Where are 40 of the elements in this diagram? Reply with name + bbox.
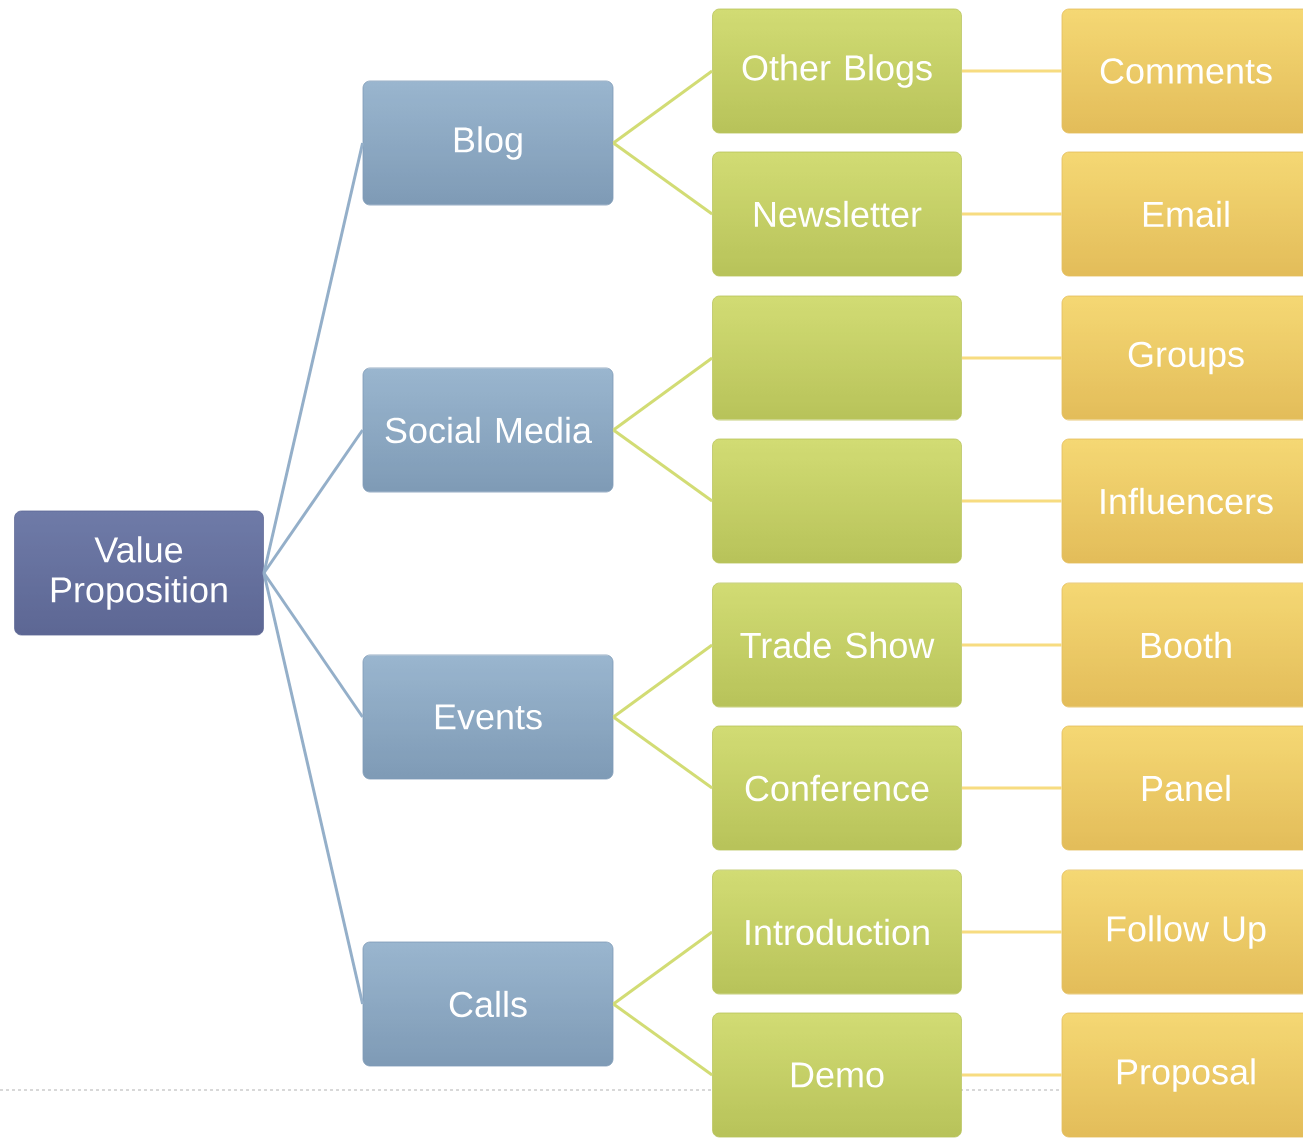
activity-box: Influencers — [1061, 438, 1303, 564]
channel-box: Introduction — [712, 869, 962, 995]
connector-line — [961, 499, 1062, 503]
category-box: Social Media — [362, 367, 614, 493]
connector-line — [612, 930, 713, 1006]
activity-box: Booth — [1061, 582, 1303, 708]
connector-line — [961, 930, 1062, 934]
connector-line — [961, 69, 1062, 73]
connector-line — [961, 643, 1062, 647]
activity-box: Follow Up — [1061, 869, 1303, 995]
connector-line — [961, 1073, 1062, 1077]
channel-box: Trade Show — [712, 582, 962, 708]
connector-line — [262, 429, 364, 574]
connector-line — [612, 69, 713, 145]
root-box: Value Proposition — [14, 510, 264, 636]
activity-box: Groups — [1061, 295, 1303, 421]
activity-box: Proposal — [1061, 1012, 1303, 1138]
channel-box: Newsletter — [712, 151, 962, 277]
empty-box — [712, 438, 962, 564]
connector-line — [612, 1002, 713, 1077]
connector-line — [612, 428, 713, 503]
category-box: Blog — [362, 80, 614, 206]
connector-line — [612, 715, 713, 790]
connector-line — [262, 142, 365, 574]
connector-line — [612, 643, 713, 719]
connector-line — [961, 786, 1062, 790]
connector-line — [961, 356, 1062, 360]
channel-box: Conference — [712, 725, 962, 851]
connector-line — [262, 572, 365, 1005]
empty-box — [712, 295, 962, 421]
category-box: Calls — [362, 941, 614, 1067]
activity-box: Comments — [1061, 8, 1303, 134]
connector-line — [612, 356, 713, 432]
channel-box: Other Blogs — [712, 8, 962, 134]
activity-box: Panel — [1061, 725, 1303, 851]
connector-line — [612, 141, 713, 216]
category-box: Events — [362, 654, 614, 780]
activity-box: Email — [1061, 151, 1303, 277]
channel-box: Demo — [712, 1012, 962, 1138]
connector-line — [961, 212, 1062, 216]
